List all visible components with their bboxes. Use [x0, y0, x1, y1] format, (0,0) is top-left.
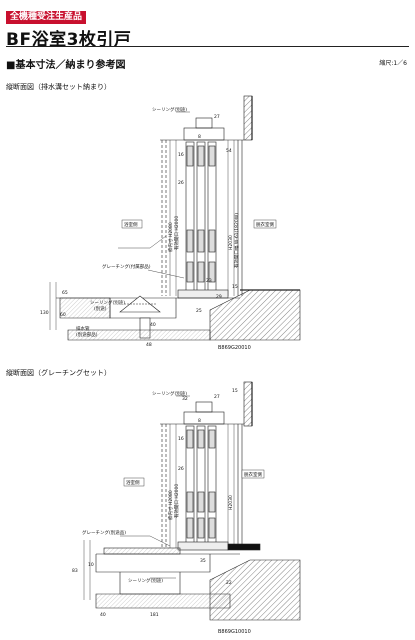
figure2-drawing	[83, 381, 301, 621]
fig1-dim-27: 27	[214, 114, 220, 120]
figure1-drawing	[49, 95, 301, 341]
fig1-label-bathroom: 浴室側	[124, 221, 138, 228]
fig1-dim-v3: H2030	[228, 235, 234, 250]
fig1-wall-hatch	[243, 95, 253, 141]
fig1-label-drain: 排水管	[76, 325, 90, 332]
fig2-grating	[103, 547, 181, 555]
fig1-dim-65: 65	[62, 290, 68, 296]
fig2-dim-32: 32	[182, 396, 188, 402]
fig1-dim-54: 54	[226, 148, 232, 154]
fig1-label-grating: グレーチング(付属部品)	[102, 263, 151, 270]
fig2-dim-15: 15	[232, 388, 238, 394]
header: 全機種受注生産品 BF浴室3枚引戸	[6, 4, 131, 50]
page-title: BF浴室3枚引戸	[6, 30, 132, 50]
fig1-dim-48: 48	[146, 342, 152, 348]
fig1-label-separate: (別途)	[94, 305, 107, 312]
fig1-label-sealing-bottom: シーリング(別途)	[90, 299, 125, 306]
fig2-label-dressing: 脱衣室側	[244, 471, 262, 478]
fig2-label-bathroom: 浴室側	[126, 479, 140, 486]
fig2-label-grating: グレーチング(別途品)	[82, 529, 126, 536]
figure2-labels: シーリング(別途) 浴室側 脱衣室側 グレーチング(別途品) シーリング(別途)…	[72, 388, 265, 618]
fig2-floor-hatch	[209, 559, 301, 621]
fig1-dim-v1: 枠内寸 H2080	[167, 222, 174, 252]
fig2-dim-10: 10	[88, 562, 94, 568]
fig1-dim-v2: 有効開口 H2000	[173, 216, 180, 250]
fig2-dim-27: 27	[214, 394, 220, 400]
fig1-dim-25: 25	[196, 308, 202, 314]
fig2-dim-83: 83	[72, 568, 78, 574]
fig2-dim-v3: H2030	[228, 495, 234, 510]
fig2-label-sealing-top: シーリング(別途)	[152, 390, 187, 397]
fig1-label-sealing-top: シーリング(別途)	[152, 106, 187, 113]
header-divider	[6, 46, 409, 47]
fig1-dim-26: 26	[178, 180, 184, 186]
made-to-order-badge: 全機種受注生産品	[6, 11, 87, 24]
fig1-dim-60: 60	[60, 312, 66, 318]
fig2-dim-22: 22	[226, 580, 232, 586]
fig1-dim-8: 8	[198, 134, 201, 140]
fig1-label-drain2: (別途部品)	[76, 331, 98, 338]
figure1-labels: シーリング(別途) 浴室側 脱衣室側 グレーチング(付属部品) シーリング(別途…	[40, 106, 277, 348]
fig2-dim-35: 35	[200, 558, 206, 564]
figure1-caption: 縦断面図（排水溝セット納まり）	[6, 83, 111, 91]
fig2-dim-181: 181	[150, 612, 159, 618]
fig1-dim-40: 40	[150, 322, 156, 328]
fig2-dim-26: 26	[178, 466, 184, 472]
fig1-door-panels	[185, 141, 217, 293]
fig2-dim-40: 40	[100, 612, 106, 618]
fig1-dim-23: 23	[206, 278, 212, 284]
fig1-head-frame	[183, 127, 225, 141]
fig2-dim-8: 8	[198, 418, 201, 424]
fig1-dim-15: 15	[232, 284, 238, 290]
fig1-dim-v4: 有効開口幅 W-61(1820W)	[233, 213, 240, 268]
fig1-dim-29: 29	[216, 294, 222, 300]
section-title: ■基本寸法／納まり参考図	[6, 60, 126, 71]
fig1-floor-hatch	[209, 289, 301, 341]
fig2-floor-bar	[227, 543, 261, 551]
figure1-code: B869G20010	[218, 345, 251, 351]
fig1-dim-16: 16	[178, 152, 184, 158]
scale-note: 縮尺:1／6	[379, 60, 407, 67]
fig2-dim-v2: 有効開口 H2000	[173, 484, 180, 518]
fig2-door-panels	[185, 425, 217, 545]
fig2-label-sealing-bottom: シーリング(別途)	[128, 577, 163, 584]
fig2-dim-16: 16	[178, 436, 184, 442]
fig2-dim-v1: 枠内寸 H2080	[167, 490, 174, 520]
figure2-caption: 縦断面図（グレーチングセット）	[6, 369, 111, 377]
fig1-dim-130: 130	[40, 310, 49, 316]
fig1-label-dressing: 脱衣室側	[256, 221, 274, 228]
figure2-code: B869G10010	[218, 629, 251, 635]
